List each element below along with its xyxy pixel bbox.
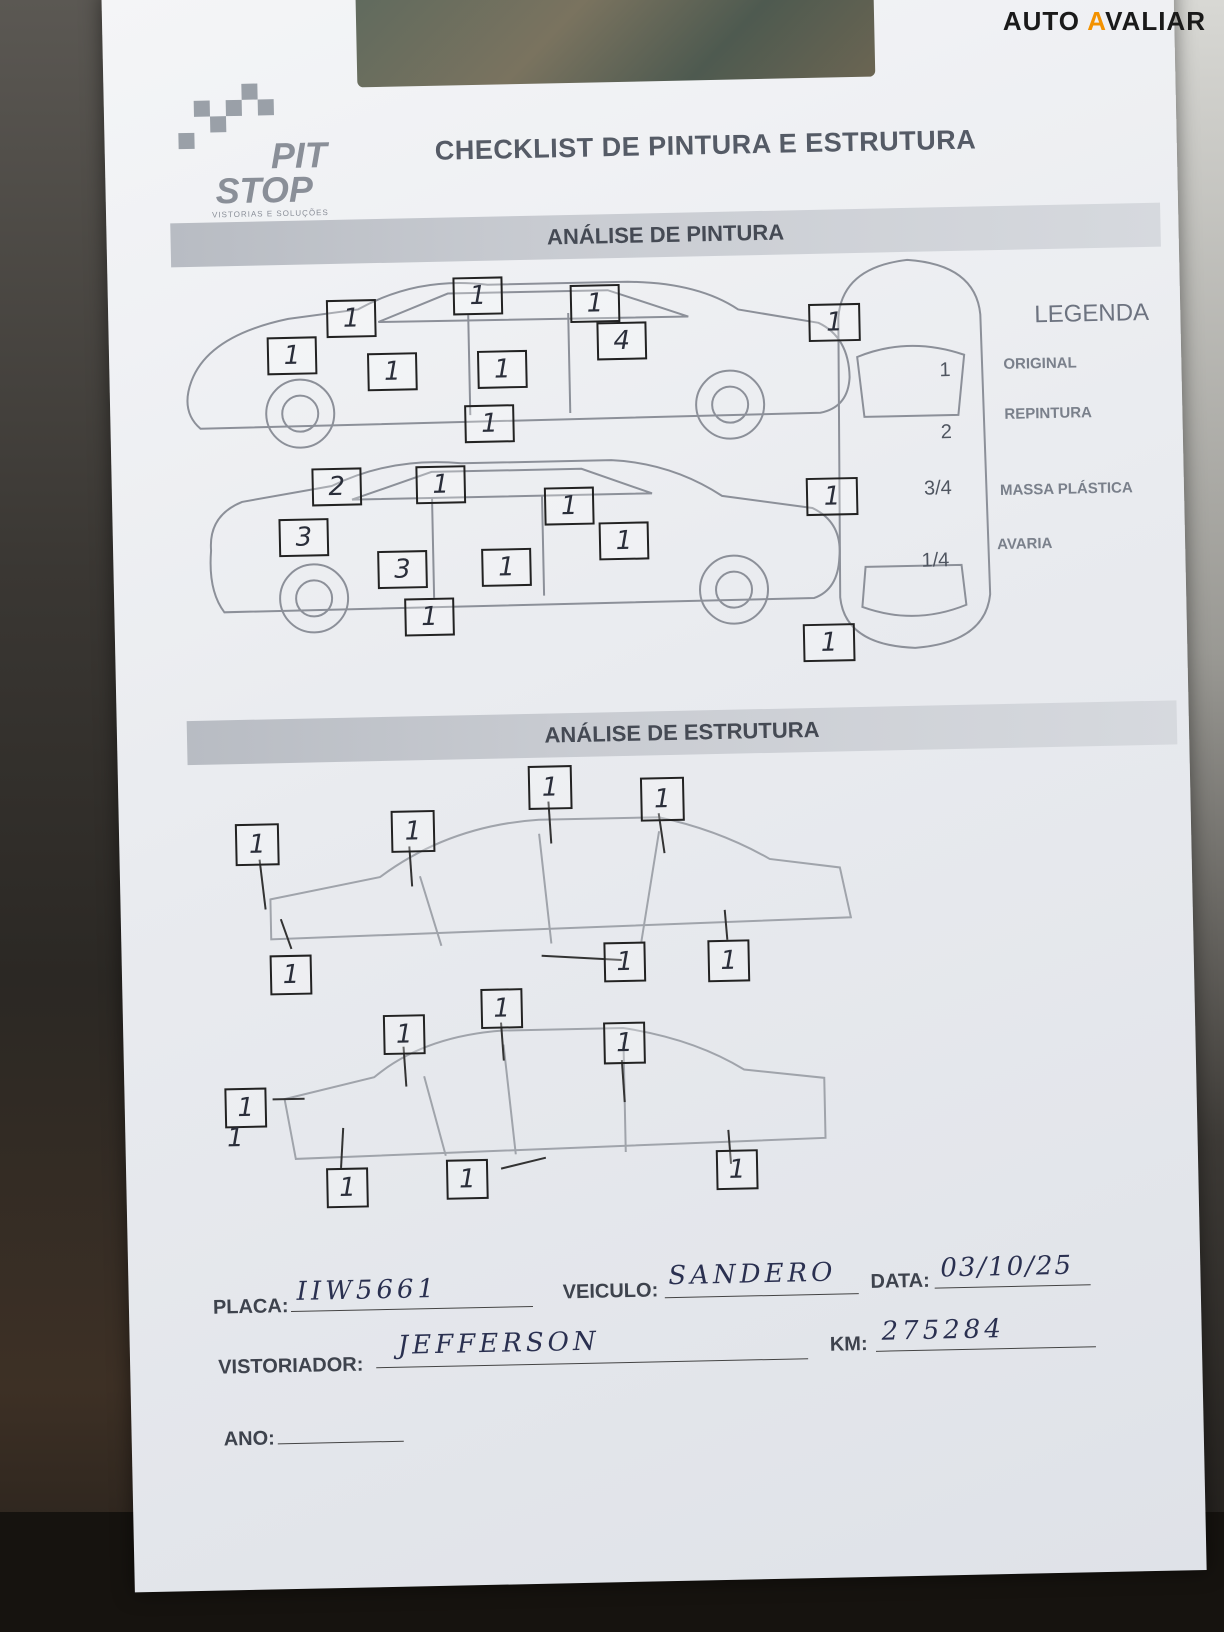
vistoriador-value: JEFFERSON [397, 1326, 600, 1361]
km-value: 275284 [881, 1314, 1006, 1347]
watermark-part1: AUTO [1002, 6, 1088, 36]
structure-mark-u-5: 1 [269, 954, 313, 996]
structure-mark-u-1: 1 [234, 823, 280, 867]
structure-mark-u-3: 1 [527, 765, 573, 810]
structure-mark-l-3: 1 [480, 988, 524, 1030]
km-label: KM: [829, 1332, 868, 1356]
data-label: DATA: [870, 1269, 931, 1293]
structure-mark-l-5: 1 [326, 1167, 369, 1209]
vistoriador-label: VISTORIADOR: [217, 1353, 364, 1379]
placa-value: IIW5661 [296, 1273, 439, 1307]
checkered-flag-icon [178, 83, 274, 150]
structure-mark-u-2: 1 [390, 809, 436, 853]
checklist-sheet: PIT STOP VISTORIAS E SOLUÇÕES CHECKLIST … [101, 0, 1207, 1593]
watermark-part2: VALIAR [1105, 6, 1206, 36]
paint-diagram [186, 258, 992, 649]
pit-stop-logo: PIT STOP VISTORIAS E SOLUÇÕES [173, 57, 376, 221]
auto-avaliar-watermark: AUTO AVALIAR [1003, 6, 1206, 37]
ano-label: ANO: [223, 1427, 276, 1451]
data-value: 03/10/25 [939, 1250, 1074, 1284]
veiculo-value: SANDERO [668, 1257, 837, 1292]
veiculo-label: VEICULO: [562, 1279, 659, 1304]
structure-mark-l-7: 1 [715, 1149, 759, 1191]
watermark-mark: A [1087, 6, 1106, 36]
structure-mark-u-4: 1 [639, 776, 685, 822]
structure-mark-u-7: 1 [707, 939, 751, 983]
placa-label: PLACA: [212, 1295, 289, 1319]
structure-mark-l-2: 1 [382, 1014, 426, 1056]
structure-mark-l-6: 1 [445, 1158, 489, 1200]
structure-mark-l-4: 1 [603, 1021, 646, 1065]
structure-mark-u-6: 1 [603, 941, 647, 983]
structure-diagram [258, 801, 853, 1170]
